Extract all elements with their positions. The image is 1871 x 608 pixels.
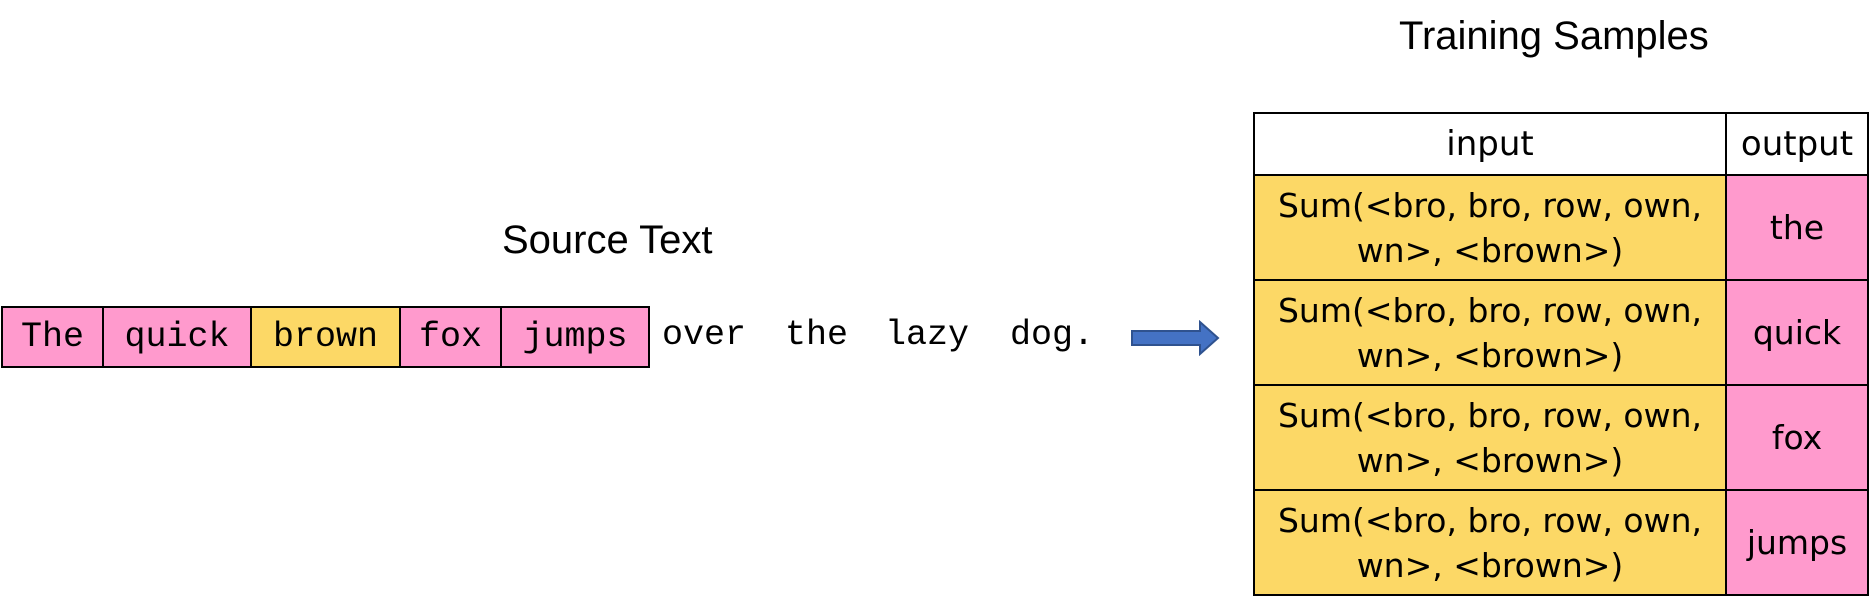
output-cell: fox (1725, 384, 1869, 491)
input-cell: Sum(<bro, bro, row, own,wn>, <brown>) (1253, 489, 1727, 596)
table-header-row: input output (1253, 112, 1869, 176)
source-token-row: The quick brown fox jumps (1, 306, 650, 368)
token-quick: quick (102, 306, 252, 368)
plain-token-lazy: lazy (885, 315, 970, 355)
header-output: output (1725, 112, 1869, 176)
plain-token-the: the (785, 315, 849, 355)
input-cell: Sum(<bro, bro, row, own,wn>, <brown>) (1253, 384, 1727, 491)
right-arrow-icon (1131, 320, 1220, 356)
plain-token-dog: dog. (1010, 315, 1095, 355)
header-input: input (1253, 112, 1727, 176)
table-row: Sum(<bro, bro, row, own,wn>, <brown>) fo… (1253, 384, 1869, 491)
token-fox: fox (399, 306, 502, 368)
plain-token-over: over (662, 315, 747, 355)
input-cell: Sum(<bro, bro, row, own,wn>, <brown>) (1253, 279, 1727, 386)
output-cell: quick (1725, 279, 1869, 386)
output-cell: jumps (1725, 489, 1869, 596)
table-row: Sum(<bro, bro, row, own,wn>, <brown>) qu… (1253, 279, 1869, 386)
output-cell: the (1725, 174, 1869, 281)
source-text-title: Source Text (502, 218, 713, 262)
input-cell: Sum(<bro, bro, row, own,wn>, <brown>) (1253, 174, 1727, 281)
token-jumps: jumps (500, 306, 650, 368)
training-samples-table: input output Sum(<bro, bro, row, own,wn>… (1253, 112, 1869, 596)
token-the: The (1, 306, 104, 368)
token-brown: brown (250, 306, 401, 368)
table-row: Sum(<bro, bro, row, own,wn>, <brown>) th… (1253, 174, 1869, 281)
table-row: Sum(<bro, bro, row, own,wn>, <brown>) ju… (1253, 489, 1869, 596)
training-samples-title: Training Samples (1399, 14, 1709, 58)
